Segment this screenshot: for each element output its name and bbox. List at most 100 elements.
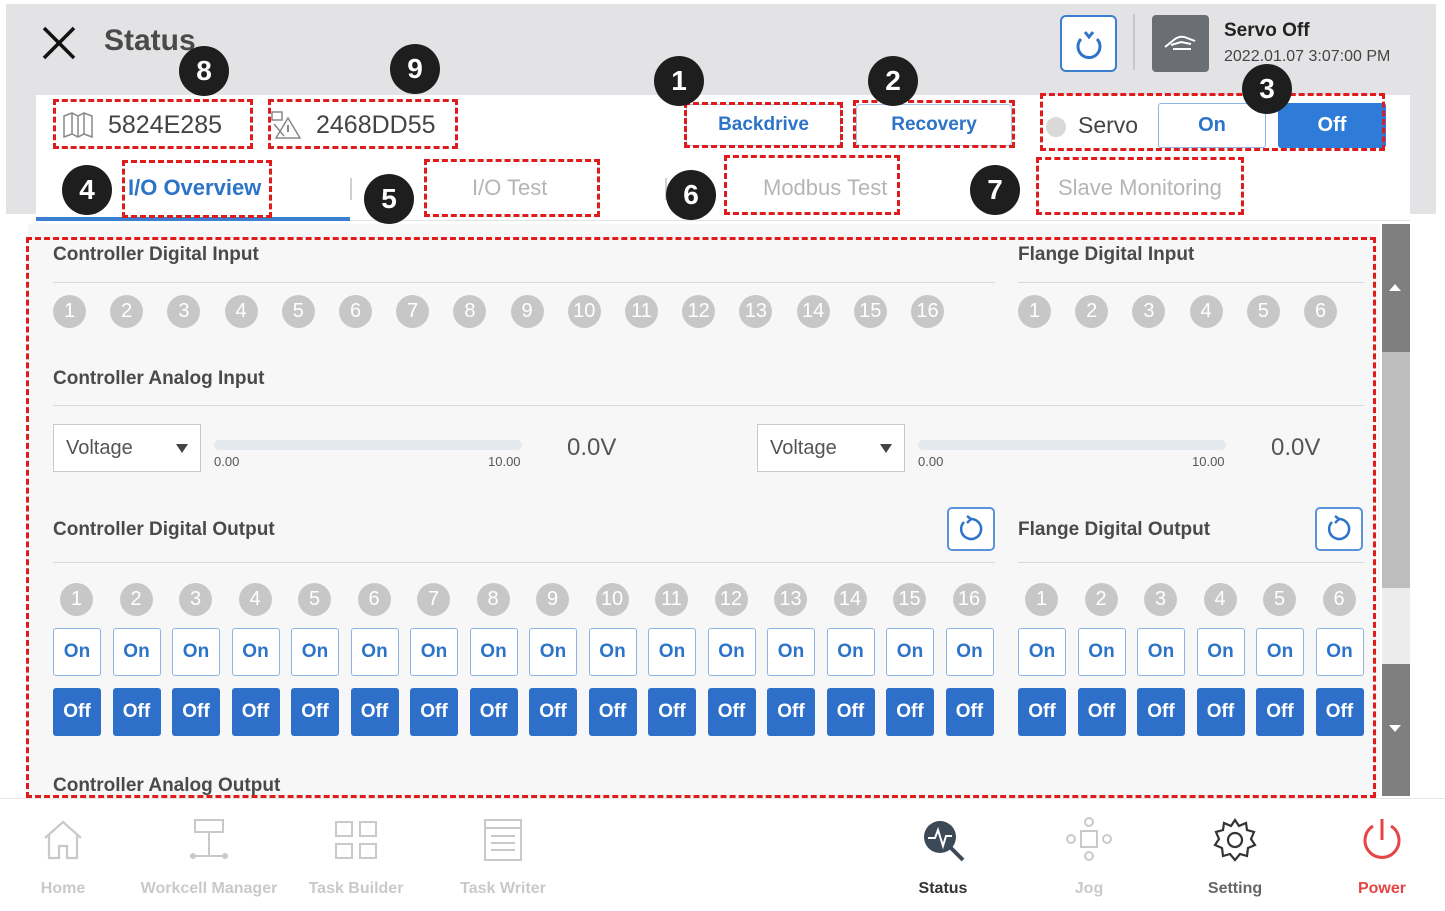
output-off-button[interactable]: Off — [588, 688, 637, 736]
output-off-button[interactable]: Off — [767, 688, 815, 736]
output-off-button[interactable]: Off — [945, 688, 994, 736]
output-on-button[interactable]: On — [588, 628, 637, 676]
nav-item-workcell-manager[interactable]: Workcell Manager — [139, 808, 279, 904]
tab-bar — [36, 157, 1410, 221]
output-off-button[interactable]: Off — [1315, 688, 1364, 736]
tab-io-overview[interactable]: I/O Overview — [128, 175, 262, 200]
digital-output-indicator: 12 — [714, 583, 748, 616]
output-off-button[interactable]: Off — [1018, 688, 1066, 736]
recovery-button[interactable]: Recovery — [856, 104, 1012, 146]
output-on-button[interactable]: On — [826, 628, 875, 676]
digital-output-indicator: 16 — [952, 583, 986, 616]
section-divider — [53, 405, 1364, 406]
close-button[interactable] — [38, 22, 80, 64]
output-off-button[interactable]: Off — [53, 688, 101, 736]
scroll-thumb[interactable] — [1382, 352, 1410, 588]
output-off-button[interactable]: Off — [112, 688, 161, 736]
power-icon — [1363, 819, 1401, 859]
nav-item-power[interactable]: Power — [1312, 808, 1445, 904]
nav-item-task-writer[interactable]: Task Writer — [433, 808, 573, 904]
output-off-button[interactable]: Off — [707, 688, 756, 736]
servo-status-text: Servo Off — [1224, 20, 1310, 41]
output-on-button[interactable]: On — [350, 628, 399, 676]
status-icon — [924, 821, 965, 862]
output-off-button[interactable]: Off — [172, 688, 220, 736]
output-off-button[interactable]: Off — [469, 688, 518, 736]
output-off-button[interactable]: Off — [1256, 688, 1304, 736]
digital-output-indicator: 8 — [476, 583, 510, 616]
nav-item-status[interactable]: Status — [873, 808, 1013, 904]
digital-output-indicator: 11 — [655, 583, 688, 616]
nav-item-jog[interactable]: Jog — [1019, 808, 1159, 904]
output-on-button[interactable]: On — [945, 628, 994, 676]
digital-input-indicator: 1 — [53, 295, 86, 328]
digital-input-indicator: 16 — [911, 295, 944, 328]
output-on-button[interactable]: On — [1137, 628, 1185, 676]
reset-button[interactable] — [1060, 15, 1117, 72]
output-off-button[interactable]: Off — [1196, 688, 1245, 736]
flange-digital-input-title: Flange Digital Input — [1018, 244, 1195, 265]
digital-input-indicator: 3 — [1132, 295, 1166, 328]
output-off-button[interactable]: Off — [350, 688, 399, 736]
serial-id-text: 5824E285 — [108, 110, 223, 139]
backdrive-button[interactable]: Backdrive — [686, 104, 841, 146]
section-divider — [53, 282, 995, 283]
controller-output-refresh-button[interactable] — [947, 507, 995, 551]
output-on-button[interactable]: On — [1256, 628, 1304, 676]
output-off-button[interactable]: Off — [529, 688, 577, 736]
nav-item-home[interactable]: Home — [0, 808, 133, 904]
workcell-icon — [190, 819, 228, 859]
output-off-button[interactable]: Off — [1077, 688, 1126, 736]
output-on-button[interactable]: On — [707, 628, 756, 676]
output-on-button[interactable]: On — [291, 628, 339, 676]
bottom-navigation — [0, 798, 1445, 911]
tab-io-test[interactable]: I/O Test — [472, 175, 548, 200]
output-on-button[interactable]: On — [410, 628, 458, 676]
digital-input-indicator: 4 — [1189, 295, 1223, 328]
output-on-button[interactable]: On — [1315, 628, 1364, 676]
output-on-button[interactable]: On — [1196, 628, 1245, 676]
timestamp: 2022.01.07 3:07:00 PM — [1224, 48, 1391, 65]
output-on-button[interactable]: On — [469, 628, 518, 676]
output-on-button[interactable]: On — [1018, 628, 1066, 676]
output-off-button[interactable]: Off — [648, 688, 696, 736]
output-off-button[interactable]: Off — [231, 688, 280, 736]
slider-min-label: 0.00 — [214, 454, 240, 469]
flange-output-refresh-button[interactable] — [1315, 507, 1363, 551]
tab-slave-monitoring[interactable]: Slave Monitoring — [1058, 175, 1222, 200]
output-off-button[interactable]: Off — [1137, 688, 1185, 736]
section-divider — [1018, 562, 1364, 563]
output-off-button[interactable]: Off — [410, 688, 458, 736]
callout-badge: 6 — [666, 170, 716, 220]
nav-label: Task Writer — [460, 880, 546, 897]
nav-item-setting[interactable]: Setting — [1165, 808, 1305, 904]
warning-id: 2468DD55 — [270, 101, 436, 149]
nav-item-task-builder[interactable]: Task Builder — [286, 808, 426, 904]
output-on-button[interactable]: On — [767, 628, 815, 676]
output-off-button[interactable]: Off — [291, 688, 339, 736]
output-on-button[interactable]: On — [648, 628, 696, 676]
output-on-button[interactable]: On — [112, 628, 161, 676]
hand-icon — [1152, 15, 1209, 72]
digital-output-indicator: 4 — [238, 583, 272, 616]
analog-mode-select-2[interactable]: Voltage — [757, 424, 905, 472]
output-off-button[interactable]: Off — [886, 688, 934, 736]
servo-on-button[interactable]: On — [1158, 103, 1266, 148]
digital-output-indicator: 4 — [1203, 583, 1237, 616]
output-on-button[interactable]: On — [231, 628, 280, 676]
analog-mode-select-1[interactable]: Voltage — [53, 424, 201, 472]
output-on-button[interactable]: On — [1077, 628, 1126, 676]
output-on-button[interactable]: On — [172, 628, 220, 676]
active-tab-indicator — [36, 217, 350, 221]
output-on-button[interactable]: On — [886, 628, 934, 676]
output-off-button[interactable]: Off — [826, 688, 875, 736]
servo-indicator — [1046, 117, 1066, 137]
output-on-button[interactable]: On — [529, 628, 577, 676]
arrow-up-icon — [1389, 284, 1401, 291]
home-icon — [44, 820, 82, 860]
output-on-button[interactable]: On — [53, 628, 101, 676]
tab-modbus-test[interactable]: Modbus Test — [763, 175, 888, 200]
close-icon — [42, 26, 76, 60]
servo-off-button[interactable]: Off — [1278, 103, 1386, 148]
